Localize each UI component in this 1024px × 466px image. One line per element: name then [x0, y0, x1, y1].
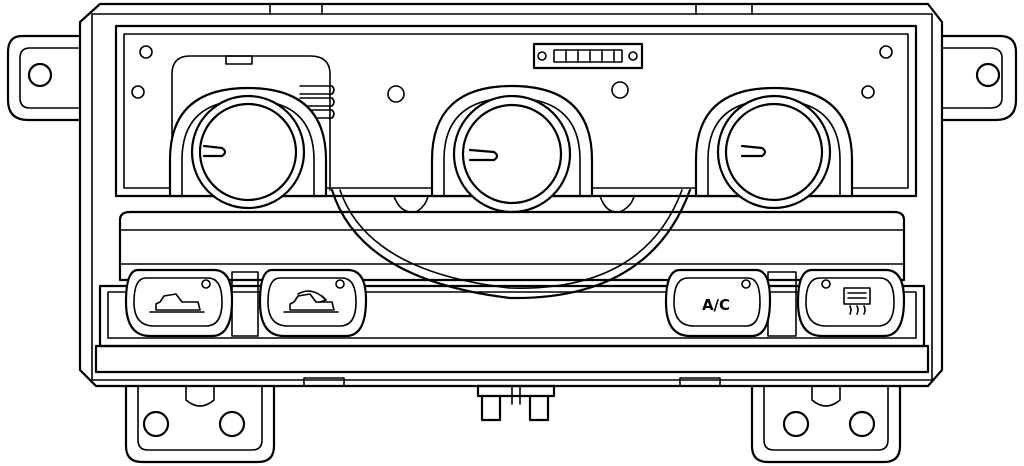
knob-detent-right: [599, 195, 635, 213]
recirculation-button[interactable]: [258, 268, 368, 338]
control-cable: [330, 188, 692, 300]
face-plate: [114, 24, 918, 198]
connector-header: [532, 42, 644, 70]
ac-button-label: A/C: [702, 296, 730, 314]
knob-detent-left: [393, 195, 429, 213]
button-separator-right: [767, 271, 797, 337]
right-control-knob[interactable]: [694, 86, 854, 210]
housing-frame: [78, 2, 944, 388]
button-separator-left: [231, 271, 259, 337]
left-mounting-ear: [6, 34, 80, 122]
rear-defrost-button[interactable]: [796, 268, 906, 338]
bottom-right-bracket: [750, 384, 902, 464]
recirculate-car-icon: [283, 290, 339, 313]
bottom-connector: [476, 384, 556, 422]
center-control-knob[interactable]: [430, 84, 594, 214]
rear-defrost-icon: [843, 287, 871, 315]
spring-coil: [299, 85, 335, 119]
control-cable-inner: [339, 189, 683, 289]
button-bezel: [94, 210, 930, 374]
fresh-air-button[interactable]: [124, 268, 234, 338]
ac-button[interactable]: A/C: [664, 268, 772, 338]
right-mounting-ear: [940, 34, 1018, 122]
fresh-air-car-icon: [149, 293, 205, 313]
bottom-left-bracket: [124, 384, 276, 464]
left-control-knob[interactable]: [168, 86, 328, 210]
